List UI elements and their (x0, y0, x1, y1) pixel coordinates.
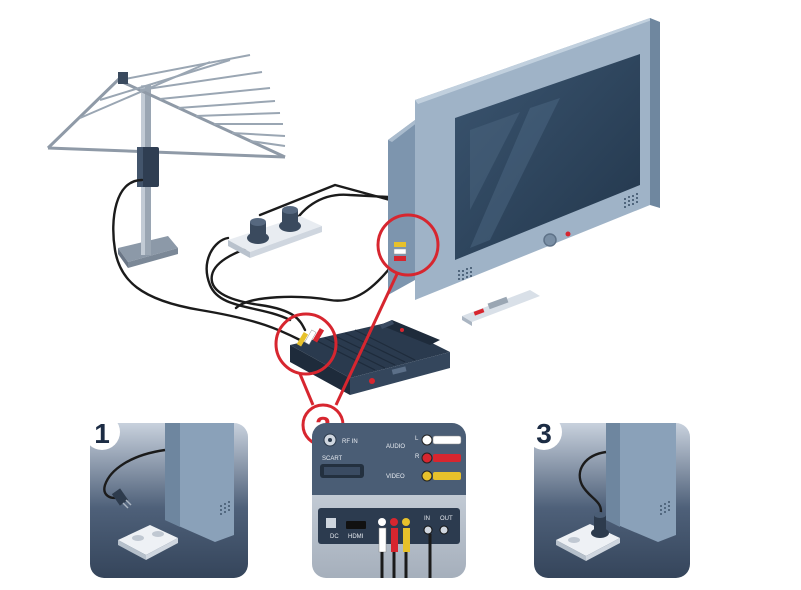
label-l: L (415, 436, 419, 442)
panel-2: RF IN SCART AUDIO L R VIDEO DC HDMI IN O… (312, 423, 466, 578)
tv-screen (455, 54, 640, 260)
label-dc: DC (330, 534, 339, 540)
tv-remote (462, 290, 540, 326)
step-1-number: 1 (94, 418, 110, 449)
step-3-number: 3 (536, 418, 552, 449)
label-in: IN (424, 516, 430, 522)
step-1-badge: 1 (84, 414, 120, 450)
highlight-circles (274, 213, 440, 406)
power-strip (228, 206, 322, 258)
step-3-badge: 3 (526, 414, 562, 450)
label-r: R (415, 454, 420, 460)
label-out: OUT (440, 516, 453, 522)
cables (112, 178, 397, 342)
label-audio: AUDIO (386, 444, 405, 450)
label-scart: SCART (322, 456, 343, 462)
tv (388, 18, 660, 300)
rca-plugs-tv (393, 242, 407, 261)
label-hdmi: HDMI (348, 534, 364, 540)
panel-3 (534, 423, 690, 578)
antenna (46, 54, 286, 268)
stb-remote (380, 320, 440, 345)
panel-1 (90, 423, 248, 578)
rca-plugs-stb (296, 327, 325, 347)
label-video: VIDEO (386, 474, 405, 480)
label-rf-in: RF IN (342, 439, 358, 445)
